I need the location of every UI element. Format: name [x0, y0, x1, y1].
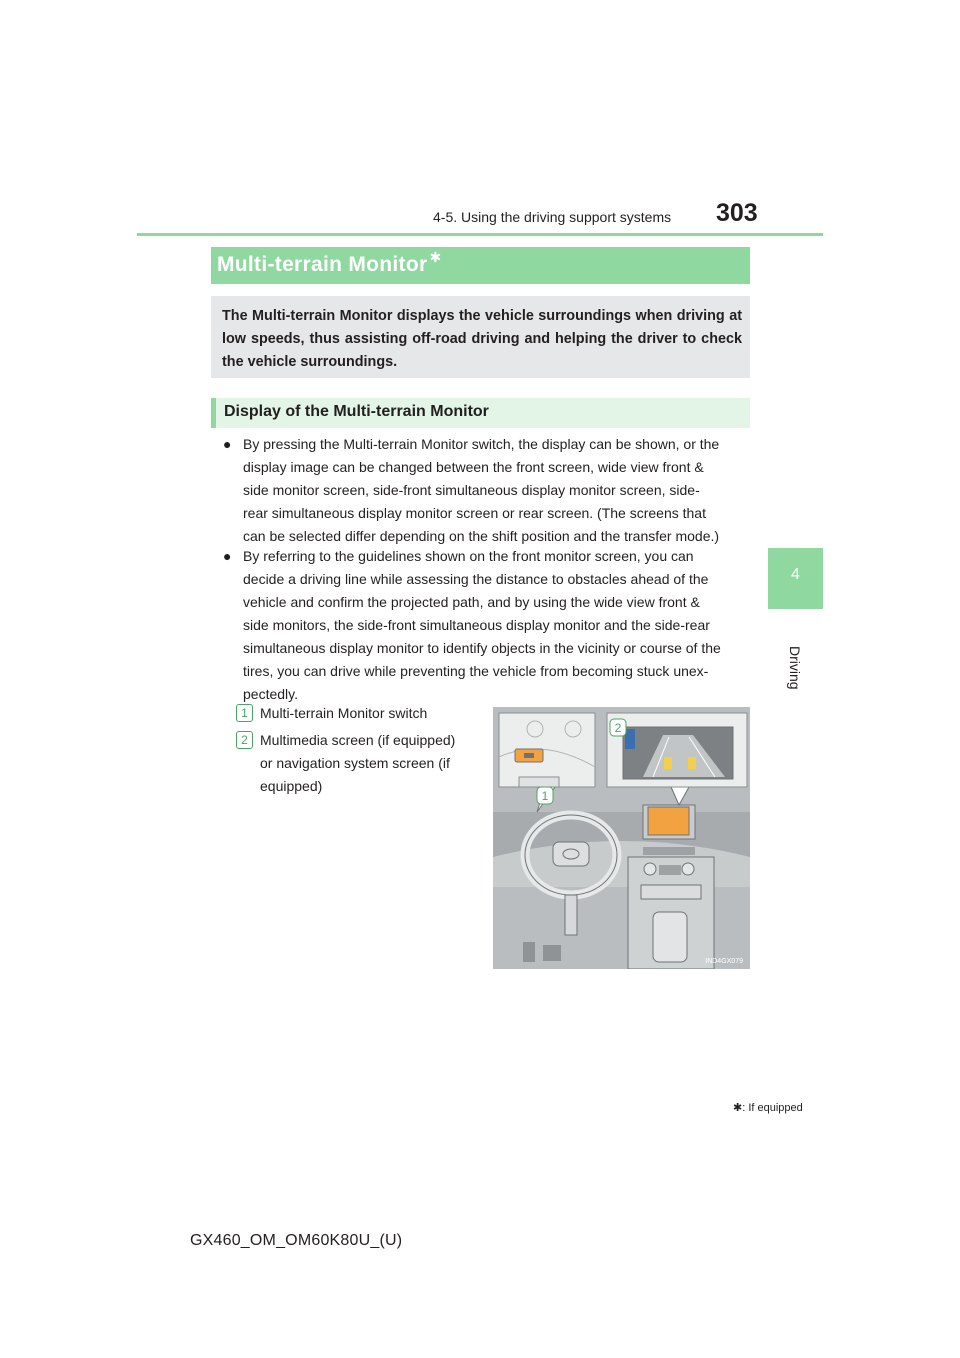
bullet-line: By pressing the Multi-terrain Monitor sw…: [243, 436, 720, 452]
illustration-label-2: 2: [615, 721, 622, 735]
callout-number-1: 1: [236, 704, 253, 722]
chapter-tab: [768, 548, 823, 609]
callout-text-2: Multimedia screen (if equipped) or navig…: [260, 729, 464, 798]
title-band: [211, 247, 750, 284]
bullet-line: can be selected differ depending on the …: [243, 528, 720, 544]
subheading: Display of the Multi-terrain Monitor: [224, 403, 489, 420]
bullet-line: pectedly.: [243, 686, 298, 702]
footnote-text: : If equipped: [742, 1102, 803, 1114]
bullet-marker: ●: [223, 436, 232, 452]
bullet-line: display image can be changed between the…: [243, 459, 704, 475]
bullet-paragraph: By pressing the Multi-terrain Monitor sw…: [243, 433, 745, 548]
dashboard-drawing: 1 2 IND4GX079: [493, 707, 750, 969]
subheading-band: [211, 398, 750, 428]
steering-wheel: [520, 810, 622, 936]
footnote-mark: ✱: [733, 1102, 743, 1114]
bullet-line: vehicle and confirm the projected path, …: [243, 594, 700, 610]
intro-box: [211, 296, 750, 378]
section-reference: 4-5. Using the driving support systems: [433, 209, 672, 225]
document-code: GX460_OM_OM60K80U_(U): [190, 1232, 403, 1249]
bullet-line: tires, you can drive while preventing th…: [243, 663, 709, 679]
illustration-code: IND4GX079: [705, 958, 743, 965]
chapter-label: Driving: [787, 646, 803, 690]
if-equipped-mark: ✱: [429, 249, 442, 265]
center-screen: [647, 806, 690, 836]
callout-line: equipped): [260, 778, 323, 794]
bullet-line: By referring to the guidelines shown on …: [243, 548, 694, 564]
bullet-line: simultaneous display monitor to identify…: [243, 640, 721, 656]
bullet-line: side monitor screen, side-front simultan…: [243, 482, 700, 498]
header-rule: [137, 233, 823, 236]
bullet-line: rear simultaneous display monitor screen…: [243, 505, 706, 521]
screen-detail: [606, 712, 748, 807]
center-console: [627, 804, 715, 969]
chapter-number: 4: [791, 566, 800, 583]
page-title-text: Multi-terrain Monitor: [217, 253, 428, 276]
callout-line: or navigation system screen (if: [260, 755, 450, 771]
callout-line: Multimedia screen (if equipped): [260, 732, 456, 748]
footnote: ✱: If equipped: [733, 1101, 803, 1114]
bullet-paragraph: By referring to the guidelines shown on …: [243, 545, 745, 706]
bullet-marker: ●: [223, 548, 232, 564]
bullet-line: decide a driving line while assessing th…: [243, 571, 709, 587]
callout-text-1: Multi-terrain Monitor switch: [260, 702, 464, 725]
switch-detail: [498, 712, 596, 813]
page-title: Multi-terrain Monitor✱: [217, 249, 441, 277]
intro-text: The Multi-terrain Monitor displays the v…: [222, 308, 742, 370]
page-number: 303: [716, 199, 758, 227]
dashboard-illustration: 1 2 IND4GX079: [493, 707, 750, 969]
illustration-label-1: 1: [542, 789, 549, 803]
callout-line: Multi-terrain Monitor switch: [260, 705, 428, 721]
callout-number-2: 2: [236, 731, 253, 749]
bullet-line: side monitors, the side-front simultaneo…: [243, 617, 710, 633]
subheading-accent: [211, 398, 216, 428]
